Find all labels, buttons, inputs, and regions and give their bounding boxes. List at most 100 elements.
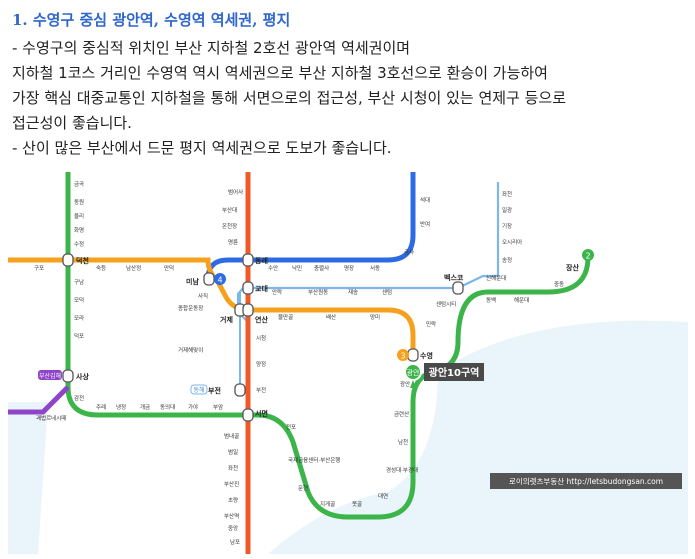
label-baesan: 배산: [326, 313, 336, 321]
label-munhyeon: 문현: [298, 484, 308, 492]
label-yulli: 율리: [74, 212, 84, 220]
label-naengjeong: 냉정: [116, 403, 126, 411]
label-gijang: 기장: [502, 222, 512, 230]
busan-gimhae-tag-label: 부산김해: [39, 372, 61, 380]
station-marker-sasang: [62, 369, 74, 383]
label-jaesong: 재송: [348, 288, 358, 296]
label-seomyeon: 서면: [255, 409, 268, 418]
paragraph-line-3: 가장 핵심 대중교통인 지하철을 통해 서면으로의 접근성, 부산 시청이 있는…: [12, 89, 567, 107]
label-centum: 센텀: [382, 288, 392, 296]
highlight-label: 광안10구역: [429, 366, 480, 379]
station-marker-seomyeon: [242, 408, 254, 422]
label-geumnyeonsan: 금련산: [394, 410, 409, 418]
label-yeonsan: 연산: [255, 315, 268, 324]
label-beomeosa: 범어사: [228, 188, 243, 196]
label-gaegeum: 개금: [140, 403, 150, 411]
label-jwacheon2: 좌천: [502, 190, 512, 198]
label-mulmangol: 물만골: [278, 313, 293, 321]
line-3-badge: [397, 349, 409, 361]
label-mangmi: 망미: [370, 313, 380, 321]
line-2: [65, 172, 591, 520]
label-beksco: 벡스코: [444, 273, 464, 282]
label-dongwon: 동원: [74, 198, 84, 206]
label-gupo: 구포: [34, 265, 44, 272]
label-minrak: 민락: [426, 320, 436, 328]
label-gwaebeop: 괘법르네시떼: [36, 414, 66, 422]
busan-gimhae-line: [8, 385, 70, 415]
label-geoje: 거제: [220, 315, 233, 324]
label-deokcheon: 덕천: [76, 256, 89, 265]
label-myeongjang: 명장: [344, 265, 354, 272]
label-osiria: 오시리아: [502, 238, 522, 246]
paragraph-line-2: 지하철 1코스 거리인 수영역 역시 역세권으로 부산 지하철 3호선으로 환승…: [12, 64, 548, 82]
transfer-stations: [62, 253, 464, 422]
subway-map-svg: 2 4 3 부산김해 동해 광안 광안10구역 덕천 사상 미남 동래 교대 거…: [8, 172, 688, 554]
label-suyeong: 수영: [420, 351, 433, 360]
line-2-badge: [582, 249, 594, 261]
label-geumsa: 금사: [404, 248, 414, 256]
label-modeok: 모덕: [74, 297, 84, 304]
label-beomil: 범일: [228, 448, 238, 456]
label-choryang: 초량: [228, 497, 238, 504]
busan-gimhae-tag: [38, 370, 62, 380]
label-seokdae: 석대: [420, 196, 430, 204]
donghae-tag: [190, 384, 208, 395]
label-busandae: 부산대: [222, 206, 237, 214]
label-gyodae: 교대: [255, 284, 268, 293]
label-sasang: 사상: [76, 372, 89, 381]
label-jurye: 주례: [96, 403, 106, 411]
label-oncheonjang: 온천장: [222, 222, 237, 230]
line-3-badge-label: 3: [400, 352, 405, 361]
section-heading: 1. 수영구 중심 광안역, 수영역 역세권, 평지: [12, 11, 291, 29]
label-hwamyeong: 화명: [74, 227, 84, 234]
line-4-badge-label: 4: [217, 276, 222, 285]
label-sijeong: 시청: [256, 335, 266, 342]
label-allak: 안락: [272, 288, 282, 296]
label-kyungsung: 경성대·부경대: [386, 466, 418, 474]
label-jungang: 중앙: [228, 524, 238, 532]
label-gaya: 가야: [188, 403, 198, 411]
line-4-badge: [214, 273, 226, 285]
label-sujan: 수안: [268, 265, 278, 272]
small-station-labels: 금곡 동원 율리 화명 수정 구포 숙등 남산정 만덕 구남 모덕 모라 덕포 …: [34, 181, 564, 546]
station-marker-dongnae: [242, 253, 254, 267]
major-station-labels: 덕천 사상 미남 동래 교대 거제 연산 부전 서면 수영 벡스코 장산: [76, 256, 579, 418]
gwangan-highlight-dot-label: 광안: [407, 368, 420, 377]
label-songjeong: 송정: [502, 256, 512, 264]
station-marker-deokcheon: [62, 253, 74, 267]
label-daeyeon: 대연: [378, 492, 388, 500]
label-bifc: 국제금융센터·부산은행: [288, 456, 340, 464]
label-seodong: 서동: [370, 264, 380, 272]
label-busanyeok: 부산역: [224, 512, 239, 520]
label-busanwondong: 부산원동: [308, 288, 328, 296]
label-sukdeung: 숙등: [96, 264, 106, 272]
donghae-tag-label: 동해: [193, 386, 204, 394]
label-namsanjeong: 남산정: [126, 264, 141, 272]
label-busanjin: 부산진: [224, 480, 239, 488]
highlight-label-box: [424, 363, 484, 381]
label-jung: 중동: [554, 281, 564, 288]
label-sinhaeundae: 신해운대: [486, 274, 506, 282]
label-motgol: 못골: [352, 501, 362, 508]
label-geojehaemaji: 거제해맞이: [178, 346, 203, 354]
line-4: [205, 172, 416, 280]
label-dongnae: 동래: [255, 256, 268, 265]
paragraph-line-4: 접근성이 좋습니다.: [12, 114, 132, 132]
label-mora: 모라: [74, 314, 84, 322]
label-beomnaegol: 범내골: [224, 432, 239, 440]
label-jigegol: 지게골: [320, 500, 335, 508]
label-gamjeon: 감전: [74, 394, 84, 402]
station-marker-beksco: [452, 281, 464, 295]
label-yangjeong: 양정: [256, 360, 266, 368]
label-nakmin: 낙민: [292, 264, 302, 272]
label-jeonpo: 전포: [286, 423, 296, 431]
label-illgwang: 일광: [502, 206, 512, 214]
label-dongeui: 동의대: [160, 403, 175, 411]
label-bujeon: 부전: [208, 386, 221, 395]
label-deokpo: 덕포: [74, 333, 84, 340]
label-bujeon2: 부전: [256, 386, 266, 394]
line-2-badge-label: 2: [585, 252, 590, 261]
station-marker-suyeong: [407, 348, 419, 362]
label-buam: 부암: [213, 403, 223, 411]
paragraph-line-5: - 산이 많은 부산에서 드문 평지 역세권으로 도보가 좋습니다.: [12, 139, 392, 157]
